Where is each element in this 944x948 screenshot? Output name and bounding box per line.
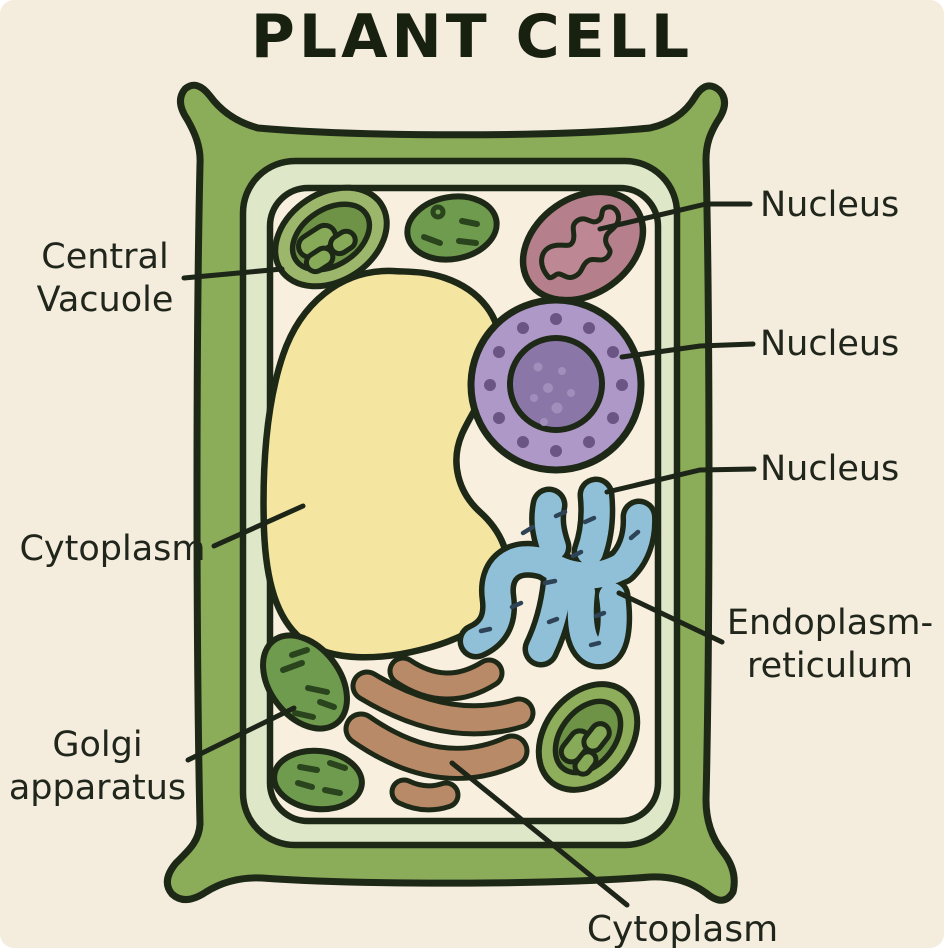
line-golgi (185, 705, 297, 763)
line-cytoplasm-bottom (449, 760, 630, 908)
label-endoplasmic-reticulum: Endoplasm- reticulum (726, 603, 934, 686)
nuclear-pores (484, 313, 628, 457)
label-nucleus-1: Nucleus (760, 185, 900, 225)
label-nucleus-3: Nucleus (760, 449, 900, 489)
label-nucleus-2: Nucleus (760, 324, 900, 364)
green-organelle-top (404, 193, 500, 263)
label-lines (181, 201, 757, 908)
line-nucleus-1 (597, 201, 753, 232)
green-organelle-bottom-1 (260, 632, 350, 732)
endoplasmic-reticulum-shape (476, 495, 639, 651)
line-nucleus-3 (604, 466, 757, 495)
chloroplast-top-left (272, 184, 390, 290)
er-ribosome-marks (478, 509, 641, 648)
line-endoplasmic-reticulum (616, 590, 725, 645)
label-golgi-apparatus: Golgi apparatus (8, 725, 187, 808)
line-nucleus-2 (619, 341, 756, 360)
chloroplast-bottom-right (535, 681, 641, 793)
mitochondrion-shape (519, 188, 647, 304)
label-cytoplasm-left: Cytoplasm (19, 529, 206, 569)
line-cytoplasm-left (211, 503, 306, 549)
nucleolus-speckles (530, 362, 575, 426)
nucleolus (507, 335, 605, 433)
label-central-vacuole: Central Vacuole (36, 237, 174, 320)
green-organelle-bottom-2 (271, 747, 365, 813)
nucleus-shape (467, 296, 645, 474)
label-cytoplasm-bottom: Cytoplasm (586, 909, 779, 948)
line-central-vacuole (181, 266, 285, 281)
diagram-title: PLANT CELL (250, 2, 694, 72)
